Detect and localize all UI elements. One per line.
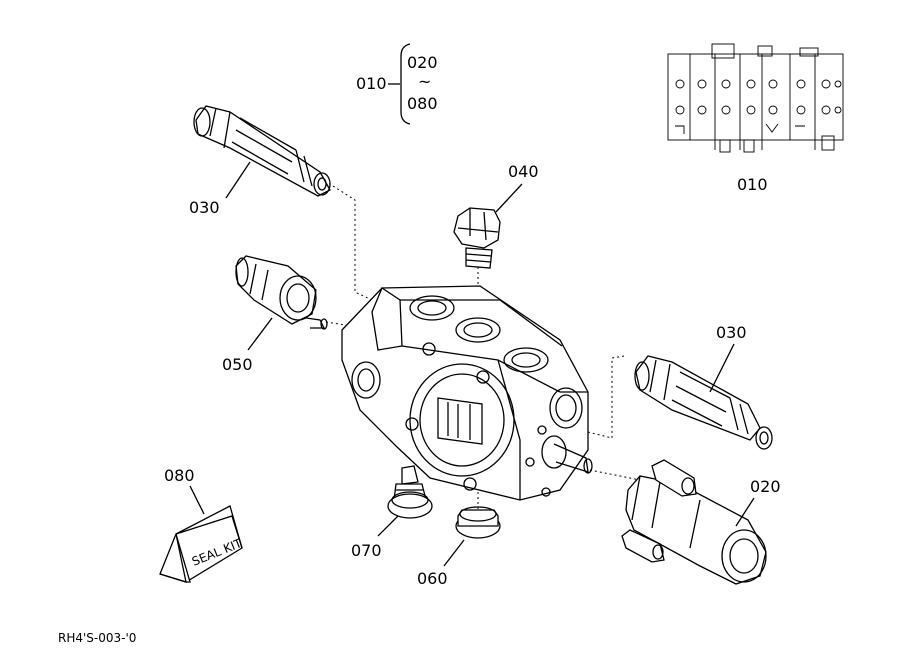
part-030-relief-valve-left: 030: [189, 105, 331, 217]
label-030-left: 030: [189, 198, 220, 217]
label-060: 060: [417, 569, 448, 588]
part-050-fitting: 050: [222, 255, 328, 374]
valve-body: [341, 285, 593, 501]
label-040: 040: [508, 162, 539, 181]
part-020-solenoid: 020: [621, 459, 781, 585]
figure-code: RH4'S-003-'0: [58, 631, 136, 645]
part-070-plug: 070: [351, 465, 433, 560]
label-020: 020: [750, 477, 781, 496]
part-040-plug: 040: [453, 162, 539, 269]
bracket-to-label: 080: [407, 94, 438, 113]
label-030-right: 030: [716, 323, 747, 342]
label-010-schematic: 010: [737, 175, 768, 194]
part-080-seal-kit: SEAL KIT 080: [159, 466, 245, 583]
bracket-tilde: ~: [418, 72, 431, 91]
valve-schematic-thumbnail: 010: [667, 43, 844, 194]
bracket-from-label: 020: [407, 53, 438, 72]
label-080: 080: [164, 466, 195, 485]
assembly-bracket: 010 020 ~ 080: [356, 43, 438, 125]
bracket-parent-label: 010: [356, 74, 387, 93]
part-060-plug: 060: [417, 506, 501, 588]
part-030-relief-valve-right: 030: [634, 323, 773, 450]
label-050: 050: [222, 355, 253, 374]
label-070: 070: [351, 541, 382, 560]
